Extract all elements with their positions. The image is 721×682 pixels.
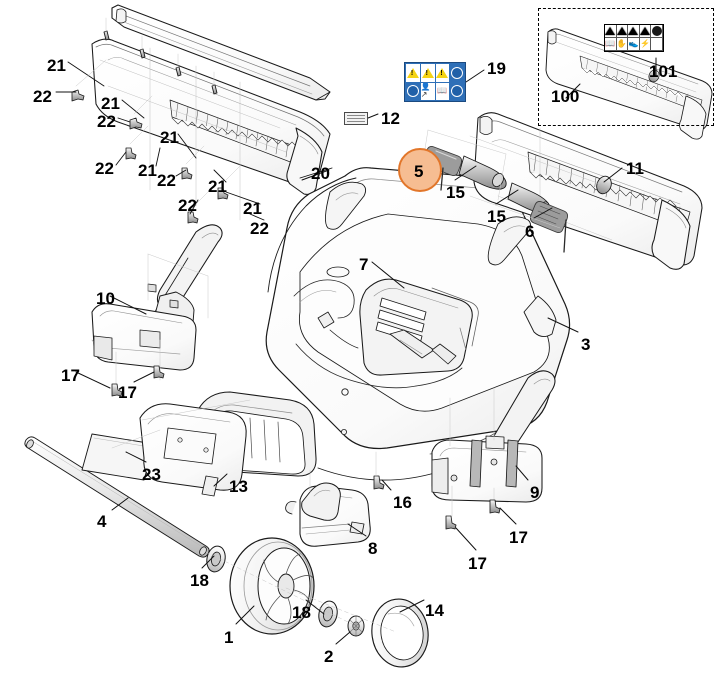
callout-18-a: 18	[190, 571, 209, 590]
callout-8: 8	[368, 539, 378, 558]
highlight-circle-part-5[interactable]	[398, 148, 442, 192]
decal-cell-mandatory-1	[450, 64, 464, 82]
callout-7: 7	[359, 255, 369, 274]
label-line-2	[347, 118, 365, 119]
callout-10: 10	[96, 289, 115, 308]
decal-cell-warning-2	[420, 64, 435, 82]
decal-cell-eye-protection	[450, 82, 464, 100]
label-line-3	[347, 121, 365, 122]
callout-13: 13	[229, 477, 248, 496]
detail-inset-frame	[538, 8, 714, 126]
callout-15-a: 15	[446, 183, 465, 202]
decal101-cell-plug: ⚡	[639, 38, 652, 51]
decal101-cell-warning-1	[605, 25, 617, 38]
rating-plate-label-12	[344, 112, 368, 125]
callout-21-e: 21	[208, 177, 227, 196]
callout-22-d: 22	[157, 171, 176, 190]
callout-9: 9	[530, 483, 540, 502]
callout-2: 2	[324, 647, 334, 666]
decal-cell-warning-3	[435, 64, 450, 82]
callout-101: 101	[649, 62, 678, 81]
callout-4: 4	[97, 512, 107, 531]
callout-22-e: 22	[178, 196, 197, 215]
decal101-cell-hands: ✋	[616, 38, 629, 51]
decal-cell-warning-1	[406, 64, 420, 82]
callout-23: 23	[142, 465, 161, 484]
callout-17-d: 17	[509, 528, 528, 547]
callout-12: 12	[381, 109, 400, 128]
callout-22-a: 22	[33, 87, 52, 106]
callout-6: 6	[525, 222, 535, 241]
decal-cell-bystanders: 👤↗	[420, 82, 435, 100]
callout-22-c: 22	[95, 159, 114, 178]
callout-19: 19	[487, 59, 506, 78]
callout-21-f: 21	[243, 199, 262, 218]
decal101-cell-manual: 📖	[605, 38, 617, 51]
safety-warning-decal-101: 📖 ✋ 👟 ⚡	[604, 24, 664, 52]
callout-18-b: 18	[292, 603, 311, 622]
callout-17-c: 17	[468, 554, 487, 573]
decal101-cell-prohibition	[651, 25, 663, 38]
safety-warning-decal-19: 👤↗ 📖	[404, 62, 466, 102]
callout-20: 20	[311, 164, 330, 183]
callout-100: 100	[551, 87, 580, 106]
callout-15-b: 15	[487, 207, 506, 226]
decal101-cell-warning-3	[628, 25, 640, 38]
callout-11: 11	[626, 159, 644, 178]
decal-cell-mandatory-2	[406, 82, 420, 100]
callout-22-b: 22	[97, 112, 116, 131]
decal-cell-manual: 📖	[435, 82, 450, 100]
highlight-label-part-5: 5	[414, 162, 424, 181]
callout-21-c: 21	[160, 128, 179, 147]
label-line-1	[347, 115, 365, 116]
callout-16: 16	[393, 493, 412, 512]
callout-22-f: 22	[250, 219, 269, 238]
callout-1: 1	[224, 628, 234, 647]
callout-21-b: 21	[101, 94, 120, 113]
callout-17-b: 17	[118, 383, 137, 402]
callout-21-a: 21	[47, 56, 66, 75]
callout-3: 3	[581, 335, 591, 354]
decal101-cell-blank	[651, 38, 663, 51]
decal101-cell-feet: 👟	[628, 38, 640, 51]
callout-21-d: 21	[138, 161, 157, 180]
decal101-cell-warning-2	[616, 25, 629, 38]
callout-14: 14	[425, 601, 444, 620]
decal101-cell-warning-4	[639, 25, 652, 38]
callout-17-a: 17	[61, 366, 80, 385]
